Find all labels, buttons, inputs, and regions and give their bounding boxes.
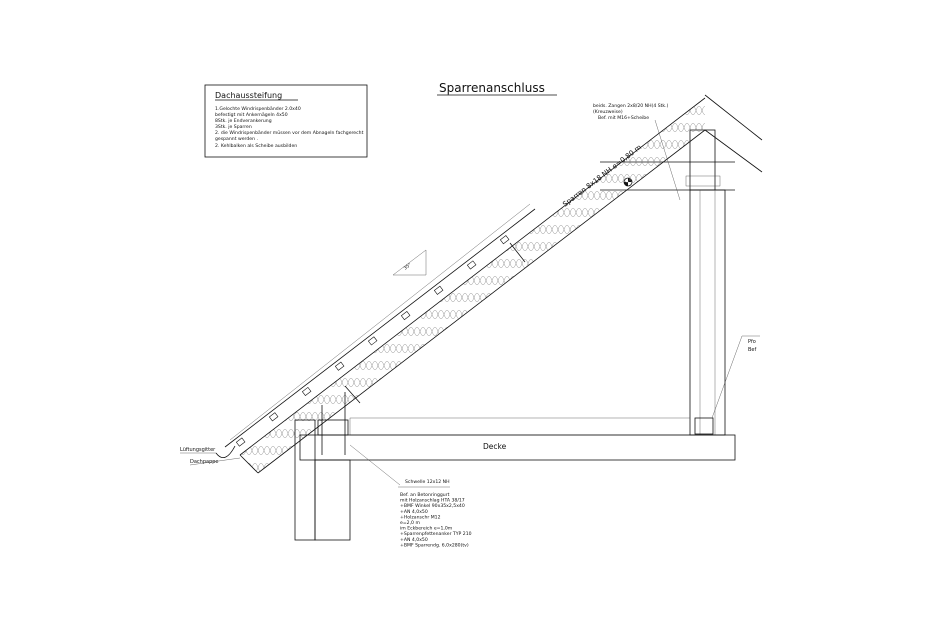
roof-tiles xyxy=(235,235,510,447)
ceiling-label: Decke xyxy=(483,442,507,451)
slope-angle: 35° xyxy=(403,262,413,272)
label-ventilation-grille: Lüftungsgitter xyxy=(180,447,216,453)
post-label: Pfo xyxy=(748,339,756,345)
info-box-heading: Dachaussteifung xyxy=(215,91,282,100)
tile-batten xyxy=(301,386,312,397)
label-roofing-felt: Dachpappe xyxy=(190,459,219,465)
tile-batten xyxy=(466,260,477,270)
ridge-note: beids. Zangen 2x8/20 NH(4 Stk.) xyxy=(593,103,669,109)
sill-beam xyxy=(317,419,349,436)
connection-note: Bef. an Betonringgurt xyxy=(400,492,450,498)
connection-note: +AN 4,0x50 xyxy=(400,537,428,543)
connection-note: mit Holzanschlag HTA 38/17 xyxy=(400,498,465,504)
connection-note: im Eckbereich e=1,0m xyxy=(400,526,453,532)
tile-batten xyxy=(235,437,246,447)
connection-note: +Holzanschr M12 xyxy=(400,514,441,520)
info-line: 2. die Windrispenbänder müssen vor dem A… xyxy=(215,130,364,136)
connection-note: +BMF Sparrendg. 6,0x280(tv) xyxy=(400,542,469,548)
rafter xyxy=(224,97,706,474)
tile-batten xyxy=(268,412,279,422)
ceiling: Decke xyxy=(299,417,736,461)
info-line: gespannt werden . xyxy=(215,136,258,142)
tile-batten xyxy=(334,361,345,371)
info-box: Dachaussteifung 1.Gelochte Windrispenbän… xyxy=(204,84,368,158)
tile-batten xyxy=(499,235,510,245)
connection-note: +Sparrenpfettenanker TYP 210 xyxy=(400,531,472,537)
post xyxy=(689,189,726,436)
info-line: 8Stk. je Endverankerung xyxy=(215,118,272,124)
connection-note: +BMF Winkel 90x35x2,5x40 xyxy=(400,503,465,509)
ridge-note: (Kreuzweise) xyxy=(593,109,623,115)
tile-batten xyxy=(367,336,378,346)
wall xyxy=(294,392,351,541)
tile-batten xyxy=(400,311,411,321)
connection-note: e=2,0 m xyxy=(400,520,420,526)
sill-label: Schwelle 12x12 NH xyxy=(405,479,450,485)
tile-batten xyxy=(433,285,444,295)
info-line: 1.Gelochte Windrispenbänder 2.0x40 xyxy=(215,106,301,112)
ridge-note: Bef. mit M16+Scheibe xyxy=(598,115,649,121)
drawing-title: Sparrenanschluss xyxy=(439,81,545,95)
info-line: 3Stk. je Sparren xyxy=(215,124,252,130)
info-line: 2. Kehlbalken als Scheibe ausbilden xyxy=(215,143,297,149)
connection-note: +AN 4,0x50 xyxy=(400,509,428,515)
info-line: befestigt mit Ankernägeln 4x50 xyxy=(215,112,288,118)
post-label: Bef xyxy=(748,347,757,353)
slope-indicator: 35° xyxy=(392,249,427,276)
